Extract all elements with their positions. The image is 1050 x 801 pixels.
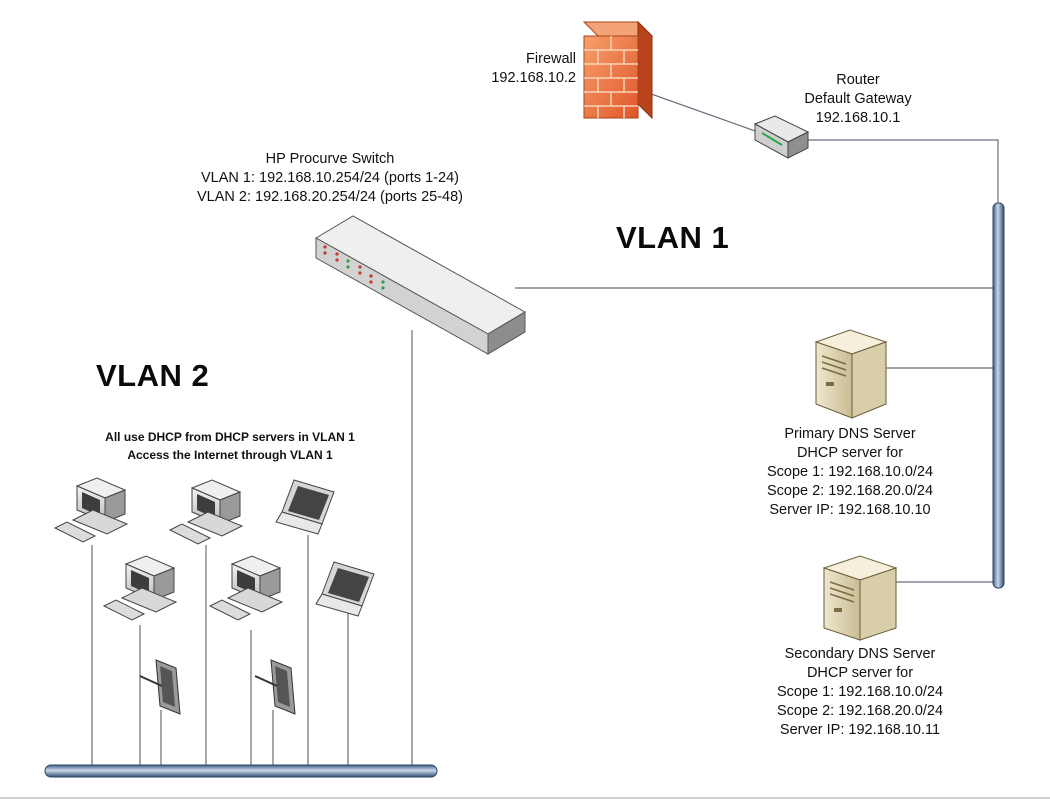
router-name: Router — [836, 72, 880, 88]
primary-server-name: Primary DNS Server — [784, 426, 916, 442]
switch-vlan2-info: VLAN 2: 192.168.20.254/24 (ports 25-48) — [196, 189, 463, 205]
secondary-server-scope2: Scope 2: 192.168.20.0/24 — [776, 703, 944, 719]
router-role: Default Gateway — [804, 91, 912, 107]
switch-icon — [314, 215, 527, 355]
secondary-server-role: DHCP server for — [806, 665, 914, 681]
firewall-label: Firewall 192.168.10.2 — [470, 50, 576, 88]
router-label: Router Default Gateway 192.168.10.1 — [778, 71, 938, 128]
tablet-icon — [139, 659, 181, 715]
desktop-computer-icon — [168, 479, 244, 545]
switch-name: HP Procurve Switch — [265, 151, 395, 167]
laptop-icon — [275, 479, 335, 535]
secondary-server-icon — [822, 555, 898, 641]
secondary-server-label: Secondary DNS Server DHCP server for Sco… — [745, 645, 975, 740]
primary-server-scope2: Scope 2: 192.168.20.0/24 — [766, 483, 934, 499]
vlan2-note-line1: All use DHCP from DHCP servers in VLAN 1 — [105, 430, 355, 444]
primary-server-label: Primary DNS Server DHCP server for Scope… — [735, 425, 965, 520]
router-ip: 192.168.10.1 — [815, 110, 901, 126]
primary-server-ip: Server IP: 192.168.10.10 — [769, 502, 931, 518]
laptop-icon — [315, 561, 375, 617]
primary-server-scope1: Scope 1: 192.168.10.0/24 — [766, 464, 934, 480]
vlan2-title: VLAN 2 — [96, 358, 210, 393]
vlan2-note-line2: Access the Internet through VLAN 1 — [127, 448, 333, 462]
vlan2-note: All use DHCP from DHCP servers in VLAN 1… — [40, 428, 420, 464]
switch-label: HP Procurve Switch VLAN 1: 192.168.10.25… — [160, 150, 500, 207]
router-icon — [753, 115, 810, 159]
firewall-icon — [582, 20, 654, 120]
firewall-ip: 192.168.10.2 — [491, 70, 576, 86]
switch-vlan1-info: VLAN 1: 192.168.10.254/24 (ports 1-24) — [201, 170, 459, 186]
desktop-computer-icon — [102, 555, 178, 621]
vlan2-backbone-bus — [44, 764, 438, 778]
desktop-computer-icon — [53, 477, 129, 543]
primary-server-role: DHCP server for — [796, 445, 904, 461]
vlan1-title: VLAN 1 — [616, 220, 730, 255]
primary-server-icon — [814, 329, 888, 419]
desktop-computer-icon — [208, 555, 284, 621]
secondary-server-scope1: Scope 1: 192.168.10.0/24 — [776, 684, 944, 700]
vlan1-backbone-bus — [992, 202, 1005, 589]
secondary-server-name: Secondary DNS Server — [784, 646, 936, 662]
connection-lines — [91, 89, 999, 770]
firewall-name: Firewall — [526, 51, 576, 67]
secondary-server-ip: Server IP: 192.168.10.11 — [779, 722, 941, 738]
tablet-icon — [254, 659, 296, 715]
